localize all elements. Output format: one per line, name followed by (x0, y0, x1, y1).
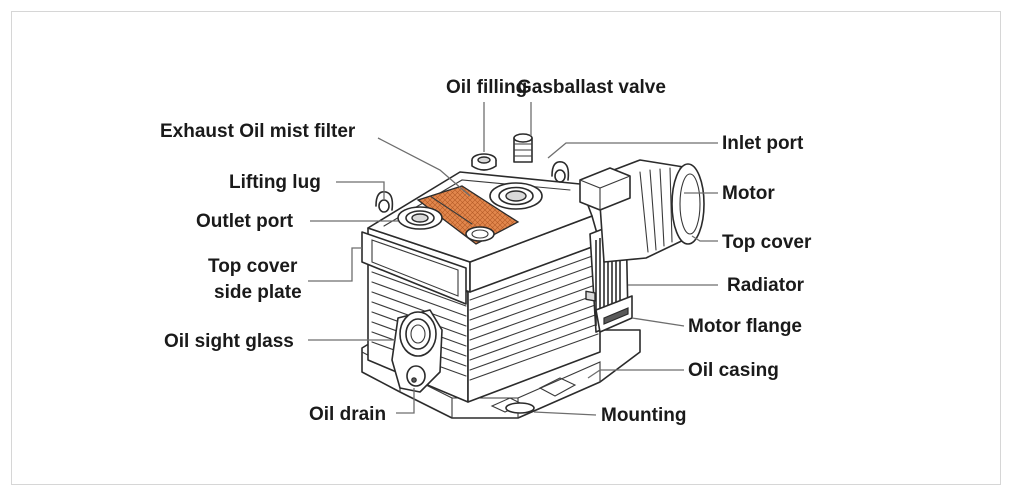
lifting-lug-right (551, 160, 570, 183)
label-oil-drain: Oil drain (309, 404, 386, 425)
outlet-port-illustration (397, 206, 443, 230)
exhaust-oil-mist-filter-illustration (416, 185, 520, 245)
oil-filling-cap (471, 153, 497, 171)
label-oil-filling: Oil filling (446, 77, 527, 98)
label-outlet-port: Outlet port (196, 211, 294, 232)
label-top-cover-side-plate-line1: Top cover (208, 256, 298, 277)
leader-lines (308, 102, 718, 416)
label-exhaust-oil-mist-filter: Exhaust Oil mist filter (160, 121, 356, 142)
inlet-port-illustration (489, 182, 543, 210)
label-inlet-port: Inlet port (722, 133, 804, 154)
labels: Oil filling Gasballast valve Exhaust Oil… (160, 77, 812, 426)
motor-illustration (579, 159, 705, 302)
label-lifting-lug: Lifting lug (229, 172, 321, 193)
label-oil-sight-glass: Oil sight glass (164, 331, 294, 352)
label-oil-casing: Oil casing (688, 360, 779, 381)
gasballast-valve-illustration (513, 133, 533, 163)
label-gasballast-valve: Gasballast valve (517, 77, 666, 98)
oil-sight-glass-illustration (391, 309, 443, 393)
label-radiator: Radiator (727, 275, 805, 296)
label-mounting: Mounting (601, 405, 686, 426)
top-cover-side-plate-illustration (361, 231, 467, 305)
pump-illustration (361, 133, 705, 419)
label-motor-flange: Motor flange (688, 316, 802, 337)
label-motor: Motor (722, 183, 775, 204)
cooling-fins-right (469, 253, 599, 381)
label-top-cover-side-plate-line2: side plate (214, 282, 302, 303)
label-top-cover: Top cover (722, 232, 812, 253)
